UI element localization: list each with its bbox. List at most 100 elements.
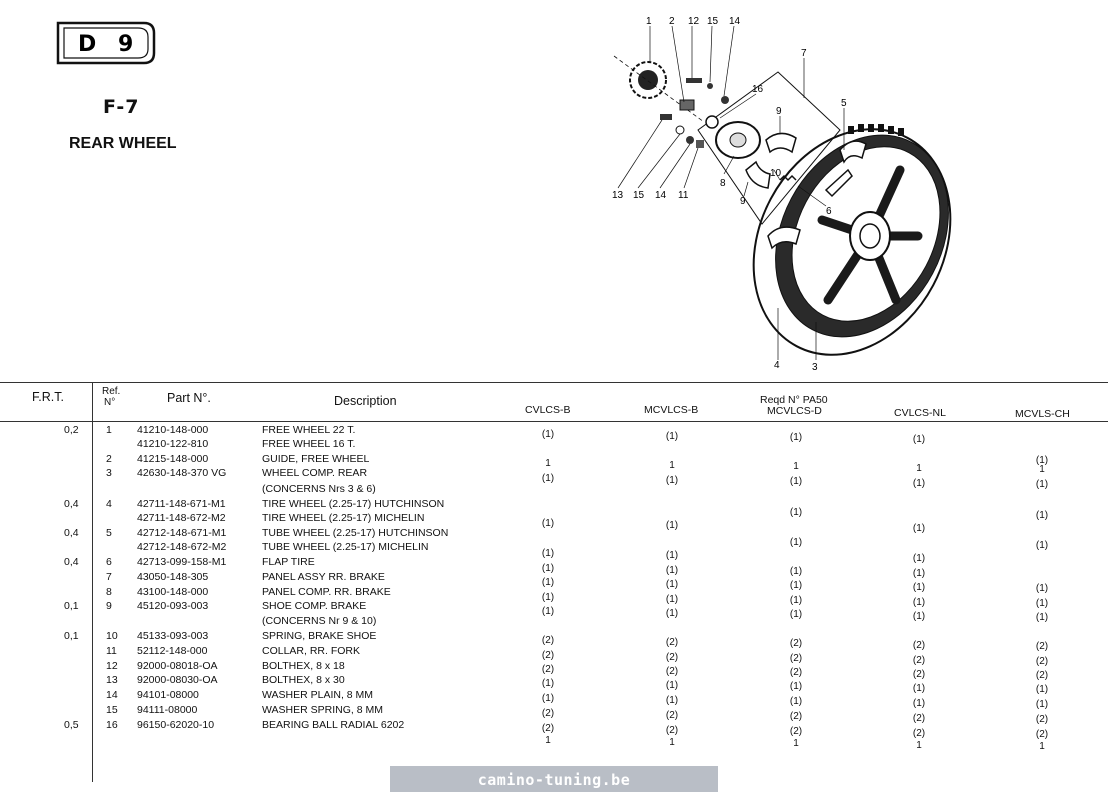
quantity-cell: (2) — [789, 667, 803, 678]
quantity-cell: (1) — [665, 593, 679, 605]
quantity-cell: (2) — [541, 708, 555, 719]
quantity-cell: (1) — [541, 473, 555, 484]
callout-15: 15 — [707, 16, 719, 27]
quantity-cell: 1 — [1039, 464, 1045, 475]
row-ref: 6 — [106, 556, 112, 568]
quantity-cell: (1) — [1035, 455, 1049, 466]
row-ref: 7 — [106, 571, 112, 583]
header-description: Description — [334, 394, 397, 408]
callout-11: 11 — [678, 190, 689, 201]
footer-banner — [390, 766, 718, 792]
footer-watermark: camino-tuning.be — [477, 771, 631, 789]
header-model-1: CVLCS-B — [525, 404, 571, 416]
quantity-cell: (1) — [789, 696, 803, 707]
row-part-number: 42711-148-672-M2 — [137, 512, 226, 524]
quantity-cell: (1) — [541, 693, 555, 704]
row-part-number: 42711-148-671-M1 — [137, 498, 226, 510]
quantity-cell: (2) — [789, 653, 803, 664]
row-part-number: 92000-08018-OA — [137, 660, 218, 672]
quantity-cell: (2) — [789, 726, 803, 737]
header-ref-line2: N° — [104, 397, 116, 408]
row-part-number: 96150-62020-10 — [137, 719, 215, 731]
header-model-5: MCVLS-CH — [1015, 408, 1070, 420]
callout-9-top: 9 — [776, 106, 782, 117]
quantity-cell: 1 — [669, 736, 675, 748]
quantity-cell: (2) — [789, 711, 803, 722]
quantity-cell: (1) — [665, 694, 679, 706]
row-part-number: 43100-148-000 — [137, 586, 209, 598]
rear-wheel-exploded-diagram: 1 2 12 15 14 7 16 9 5 8 10 9 6 13 15 14 … — [612, 16, 952, 373]
row-frt: 0,4 — [64, 527, 79, 539]
quantity-cell: (2) — [1035, 729, 1049, 740]
row-ref: 14 — [106, 689, 118, 701]
callout-4: 4 — [774, 360, 780, 371]
row-part-number: 41215-148-000 — [137, 453, 209, 465]
quantity-cell: (1) — [541, 429, 555, 440]
row-description: PANEL ASSY RR. BRAKE — [262, 571, 385, 583]
quantity-cell: (1) — [541, 606, 555, 617]
row-ref: 16 — [106, 719, 118, 731]
quantity-cell: 1 — [545, 735, 551, 746]
quantity-cell: (1) — [789, 432, 803, 443]
row-description: PANEL COMP. RR. BRAKE — [262, 586, 391, 598]
quantity-cell: (1) — [665, 430, 679, 442]
row-frt: 0,4 — [64, 556, 79, 568]
quantity-cell: (2) — [665, 651, 679, 663]
quantity-cell: (1) — [541, 518, 555, 529]
row-description: (CONCERNS Nr 9 & 10) — [262, 615, 377, 627]
row-frt: 0,5 — [64, 719, 79, 731]
callout-6: 6 — [826, 206, 832, 217]
quantity-cell: (1) — [789, 595, 803, 606]
row-frt: 0,1 — [64, 630, 79, 642]
row-part-number: 52112-148-000 — [137, 645, 208, 657]
quantity-cell: (1) — [1035, 510, 1049, 521]
quantity-cell: 1 — [1039, 741, 1045, 752]
quantity-cell: (2) — [1035, 714, 1049, 725]
quantity-cell: (1) — [912, 610, 926, 622]
quantity-cell: 1 — [916, 462, 922, 474]
quantity-cell: (1) — [1035, 540, 1049, 551]
quantity-cell: (1) — [789, 507, 803, 518]
row-description: TUBE WHEEL (2.25-17) MICHELIN — [262, 541, 429, 553]
row-ref: 8 — [106, 586, 112, 598]
quantity-cell: (2) — [912, 712, 926, 724]
header-ref: Ref. N° — [102, 386, 120, 408]
row-description: BOLTHEX, 8 x 18 — [262, 660, 345, 672]
quantity-cell: (1) — [912, 522, 926, 534]
quantity-cell: (1) — [665, 519, 679, 531]
quantity-cell: (2) — [912, 654, 926, 666]
quantity-cell: 1 — [793, 461, 799, 472]
quantity-cell: (2) — [1035, 641, 1049, 652]
callout-2: 2 — [669, 16, 675, 27]
quantity-cell: (1) — [541, 548, 555, 559]
callout-14-bottom: 14 — [655, 190, 667, 201]
row-description: (CONCERNS Nrs 3 & 6) — [262, 483, 376, 495]
quantity-cell: (1) — [912, 581, 926, 593]
row-part-number: 92000-08030-OA — [137, 674, 218, 686]
quantity-cell: (2) — [1035, 670, 1049, 681]
quantity-cell: (2) — [541, 650, 555, 661]
table-header-rule — [0, 421, 1108, 422]
quantity-cell: (1) — [541, 563, 555, 574]
quantity-cell: (2) — [912, 668, 926, 680]
quantity-cell: (2) — [665, 724, 679, 736]
row-part-number: 42712-148-672-M2 — [137, 541, 227, 553]
row-description: BEARING BALL RADIAL 6202 — [262, 719, 405, 731]
badge-number: 9 — [118, 32, 133, 57]
quantity-cell: (2) — [665, 665, 679, 677]
row-frt: 0,4 — [64, 498, 79, 510]
row-part-number: 42712-148-671-M1 — [137, 527, 227, 539]
row-part-number: 45133-093-003 — [137, 630, 209, 642]
row-frt: 0,2 — [64, 424, 79, 436]
quantity-cell: (1) — [789, 580, 803, 591]
section-code: F-7 — [103, 96, 140, 118]
row-description: WASHER PLAIN, 8 MM — [262, 689, 374, 701]
callout-16: 16 — [752, 84, 764, 95]
quantity-cell: (1) — [912, 682, 926, 694]
quantity-cell: (2) — [912, 639, 926, 651]
row-description: GUIDE, FREE WHEEL — [262, 453, 370, 465]
row-ref: 5 — [106, 527, 112, 539]
row-part-number: 42713-099-158-M1 — [137, 556, 227, 568]
quantity-cell: (1) — [789, 566, 803, 577]
header-part: Part N°. — [167, 391, 211, 405]
